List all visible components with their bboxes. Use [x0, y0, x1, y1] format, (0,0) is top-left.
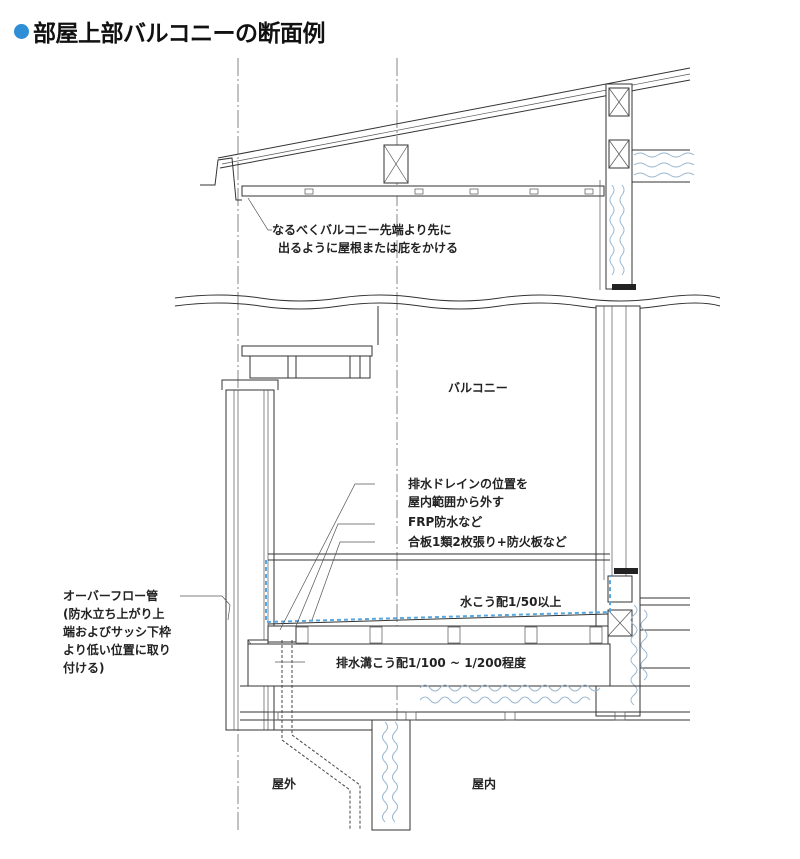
roof: [200, 67, 691, 201]
frp-waterproof-line: [265, 560, 611, 624]
leader-lines: [180, 197, 375, 663]
roof-note-line2: 出るように屋根または庇をかける: [278, 240, 458, 255]
drain-note-line1: 排水ドレインの位置を: [408, 476, 528, 491]
window-head: [241, 345, 373, 379]
lower-wall: [240, 719, 411, 831]
exterior-wall-upper: [599, 83, 695, 290]
break-line: [174, 294, 721, 302]
indoor-label: 屋内: [472, 776, 496, 791]
plywood-label: 合板1類2枚張り+防火板など: [408, 534, 567, 549]
overflow-line3: 端およびサッシ下枠: [63, 624, 171, 639]
gutter-slope-label: 排水溝こう配1/100 ~ 1/200程度: [336, 655, 527, 670]
outdoor-label: 屋外: [272, 776, 296, 791]
title-text: 部屋上部バルコニーの断面例: [33, 21, 326, 47]
overflow-line2: (防水立ち上がり上: [63, 606, 165, 621]
bullet-dot-icon: [14, 23, 29, 39]
balcony-floor: [240, 553, 690, 721]
balcony-label: バルコニー: [448, 381, 508, 395]
overflow-line1: オーバーフロー管: [63, 588, 158, 603]
drain-note-line2: 屋内範囲から外す: [408, 494, 504, 509]
drain-pipe: [281, 640, 361, 830]
overflow-line5: 付ける): [63, 660, 105, 675]
page-title: 部屋上部バルコニーの断面例: [14, 14, 326, 48]
overflow-line4: より低い位置に取り: [63, 642, 171, 657]
roof-note-line1: なるべくバルコニー先端より先に: [272, 222, 452, 237]
frp-label: FRP防水など: [408, 514, 482, 529]
slope-label: 水こう配1/50以上: [460, 594, 561, 609]
